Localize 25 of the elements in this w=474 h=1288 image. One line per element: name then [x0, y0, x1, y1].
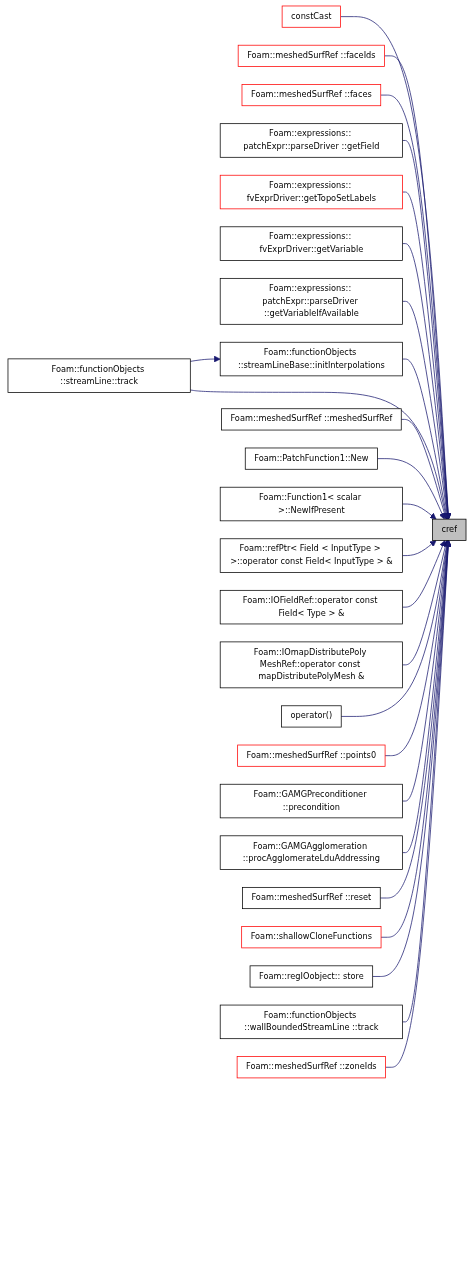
node-box: Foam::Function1< scalar >::NewIfPresent — [219, 486, 403, 522]
node-box: Foam::meshedSurfRef ::zoneIds — [236, 1056, 386, 1079]
node-box: Foam::meshedSurfRef ::faceIds — [237, 44, 385, 67]
node-box: Foam::functionObjects ::streamLine::track — [7, 358, 191, 393]
node-box: Foam::PatchFunction1::New — [244, 447, 378, 470]
node-box: Foam::GAMGAgglomeration ::procAgglomerateLduAddressing — [219, 835, 403, 870]
node-box: cref — [432, 518, 467, 541]
node-box: Foam::functionObjects ::wallBoundedStreamLine ::track — [219, 1004, 403, 1040]
node-box: Foam::functionObjects ::streamLineBase::initInterpolations — [219, 341, 403, 377]
node-box: Foam::meshedSurfRef ::reset — [242, 887, 381, 910]
node-box: Foam::GAMGPreconditioner ::precondition — [219, 783, 403, 819]
node-box: constCast — [281, 5, 341, 28]
node-box: Foam::shallowCloneFunctions — [241, 926, 382, 949]
node-box: Foam::expressions:: patchExpr::parseDriver ::getField — [219, 123, 403, 158]
node-box: Foam::regIOobject:: store — [249, 965, 374, 988]
node-box: Foam::meshedSurfRef ::points0 — [237, 744, 386, 767]
node-box: Foam::expressions:: fvExprDriver::getTopoSetLabels — [219, 174, 403, 210]
node-box: Foam::meshedSurfRef ::faces — [241, 84, 382, 107]
node-box: Foam::IOmapDistributePoly MeshRef::operator const mapDistributePolyMesh & — [219, 641, 403, 689]
node-box: operator() — [281, 705, 342, 728]
node-box: Foam::expressions:: patchExpr::parseDriver ::getVariableIfAvailable — [219, 277, 403, 325]
node-box: Foam::meshedSurfRef ::meshedSurfRef — [221, 408, 402, 431]
node-box: Foam::refPtr< Field < InputType > >::operator const Field< InputType > & — [219, 538, 403, 573]
node-box: Foam::IOFieldRef::operator const Field< Type > & — [219, 589, 403, 625]
node-box: Foam::expressions:: fvExprDriver::getVariable — [219, 226, 403, 261]
